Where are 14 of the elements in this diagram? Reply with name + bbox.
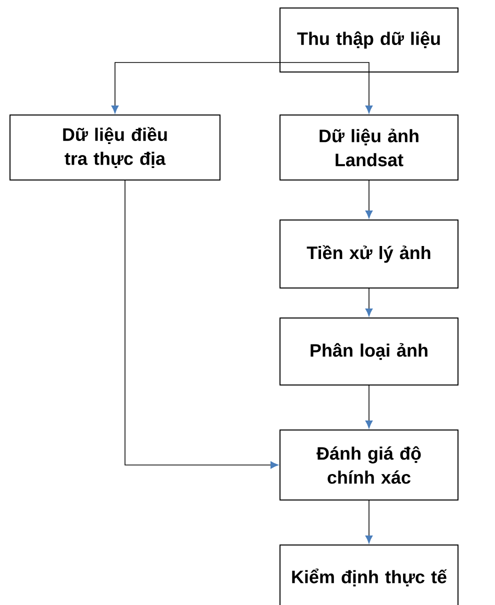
process-box: Phân loại ảnh <box>280 318 458 386</box>
arrow <box>365 385 373 428</box>
process-box: Dữ liệu ảnh Landsat <box>280 114 458 180</box>
arrow <box>111 62 370 114</box>
arrow <box>365 180 373 218</box>
arrow <box>365 72 373 114</box>
arrow <box>365 288 373 316</box>
arrow <box>124 180 278 469</box>
process-box: Thu thập dữ liệu <box>280 8 458 72</box>
process-box: Kiểm định thực tế <box>280 544 458 605</box>
process-box: Đánh giá độ chính xác <box>280 430 458 500</box>
process-box: Dữ liệu điều tra thực địa <box>10 114 220 180</box>
arrow <box>365 500 373 544</box>
process-box: Tiền xử lý ảnh <box>280 220 458 288</box>
